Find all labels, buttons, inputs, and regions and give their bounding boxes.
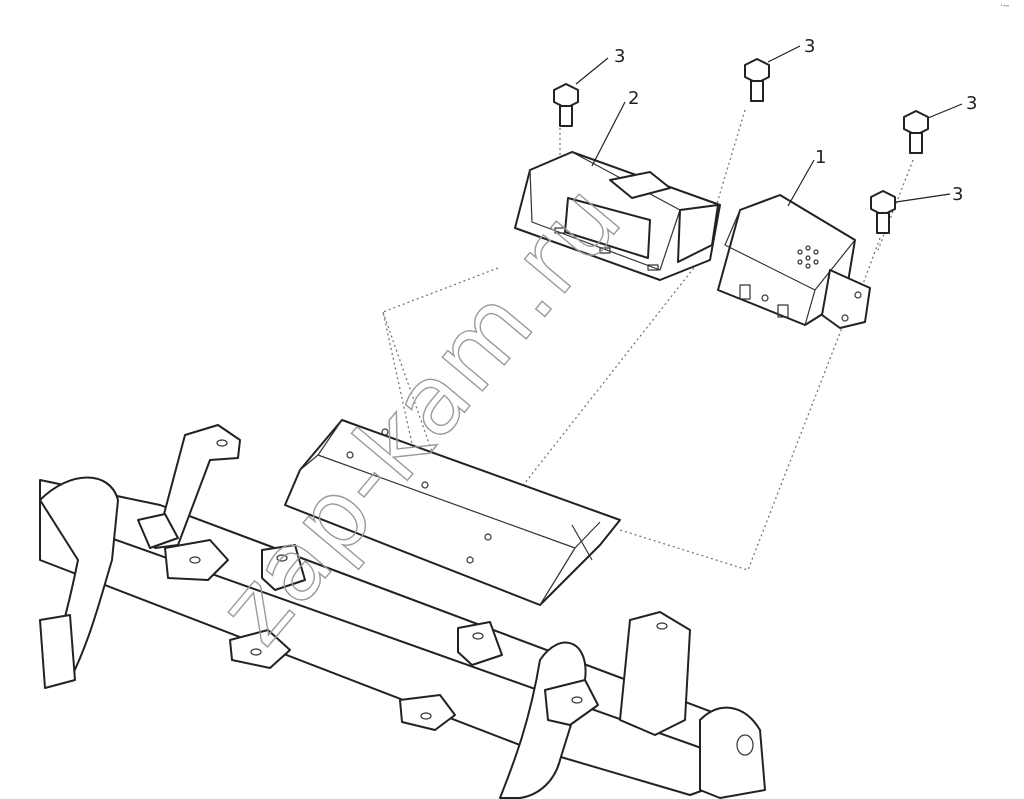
bolt-top-center: [744, 58, 770, 102]
callout-bolt-right-lower: 3: [952, 184, 963, 205]
bolt-right-upper: [903, 110, 929, 154]
callout-cover: 2: [628, 88, 639, 109]
callout-bolt-top-center: 3: [804, 36, 815, 57]
callout-leader-lines: [575, 45, 963, 207]
corner-mark: ·--: [1000, 1, 1009, 11]
callout-bolt-top-left: 3: [614, 46, 625, 67]
callout-bolt-right-upper: 3: [966, 93, 977, 114]
speaker-grille-icon: [797, 245, 819, 269]
cross-beam-frame: [39, 424, 766, 799]
watermark: zap-kam.ru: [197, 162, 644, 664]
bolt-right-lower: [870, 190, 896, 234]
cover-part-2: [514, 151, 721, 281]
control-unit-part-1: [717, 194, 871, 329]
callout-control-unit: 1: [815, 147, 826, 168]
bolt-top-left: [553, 83, 579, 127]
mounting-plate: [284, 419, 621, 606]
